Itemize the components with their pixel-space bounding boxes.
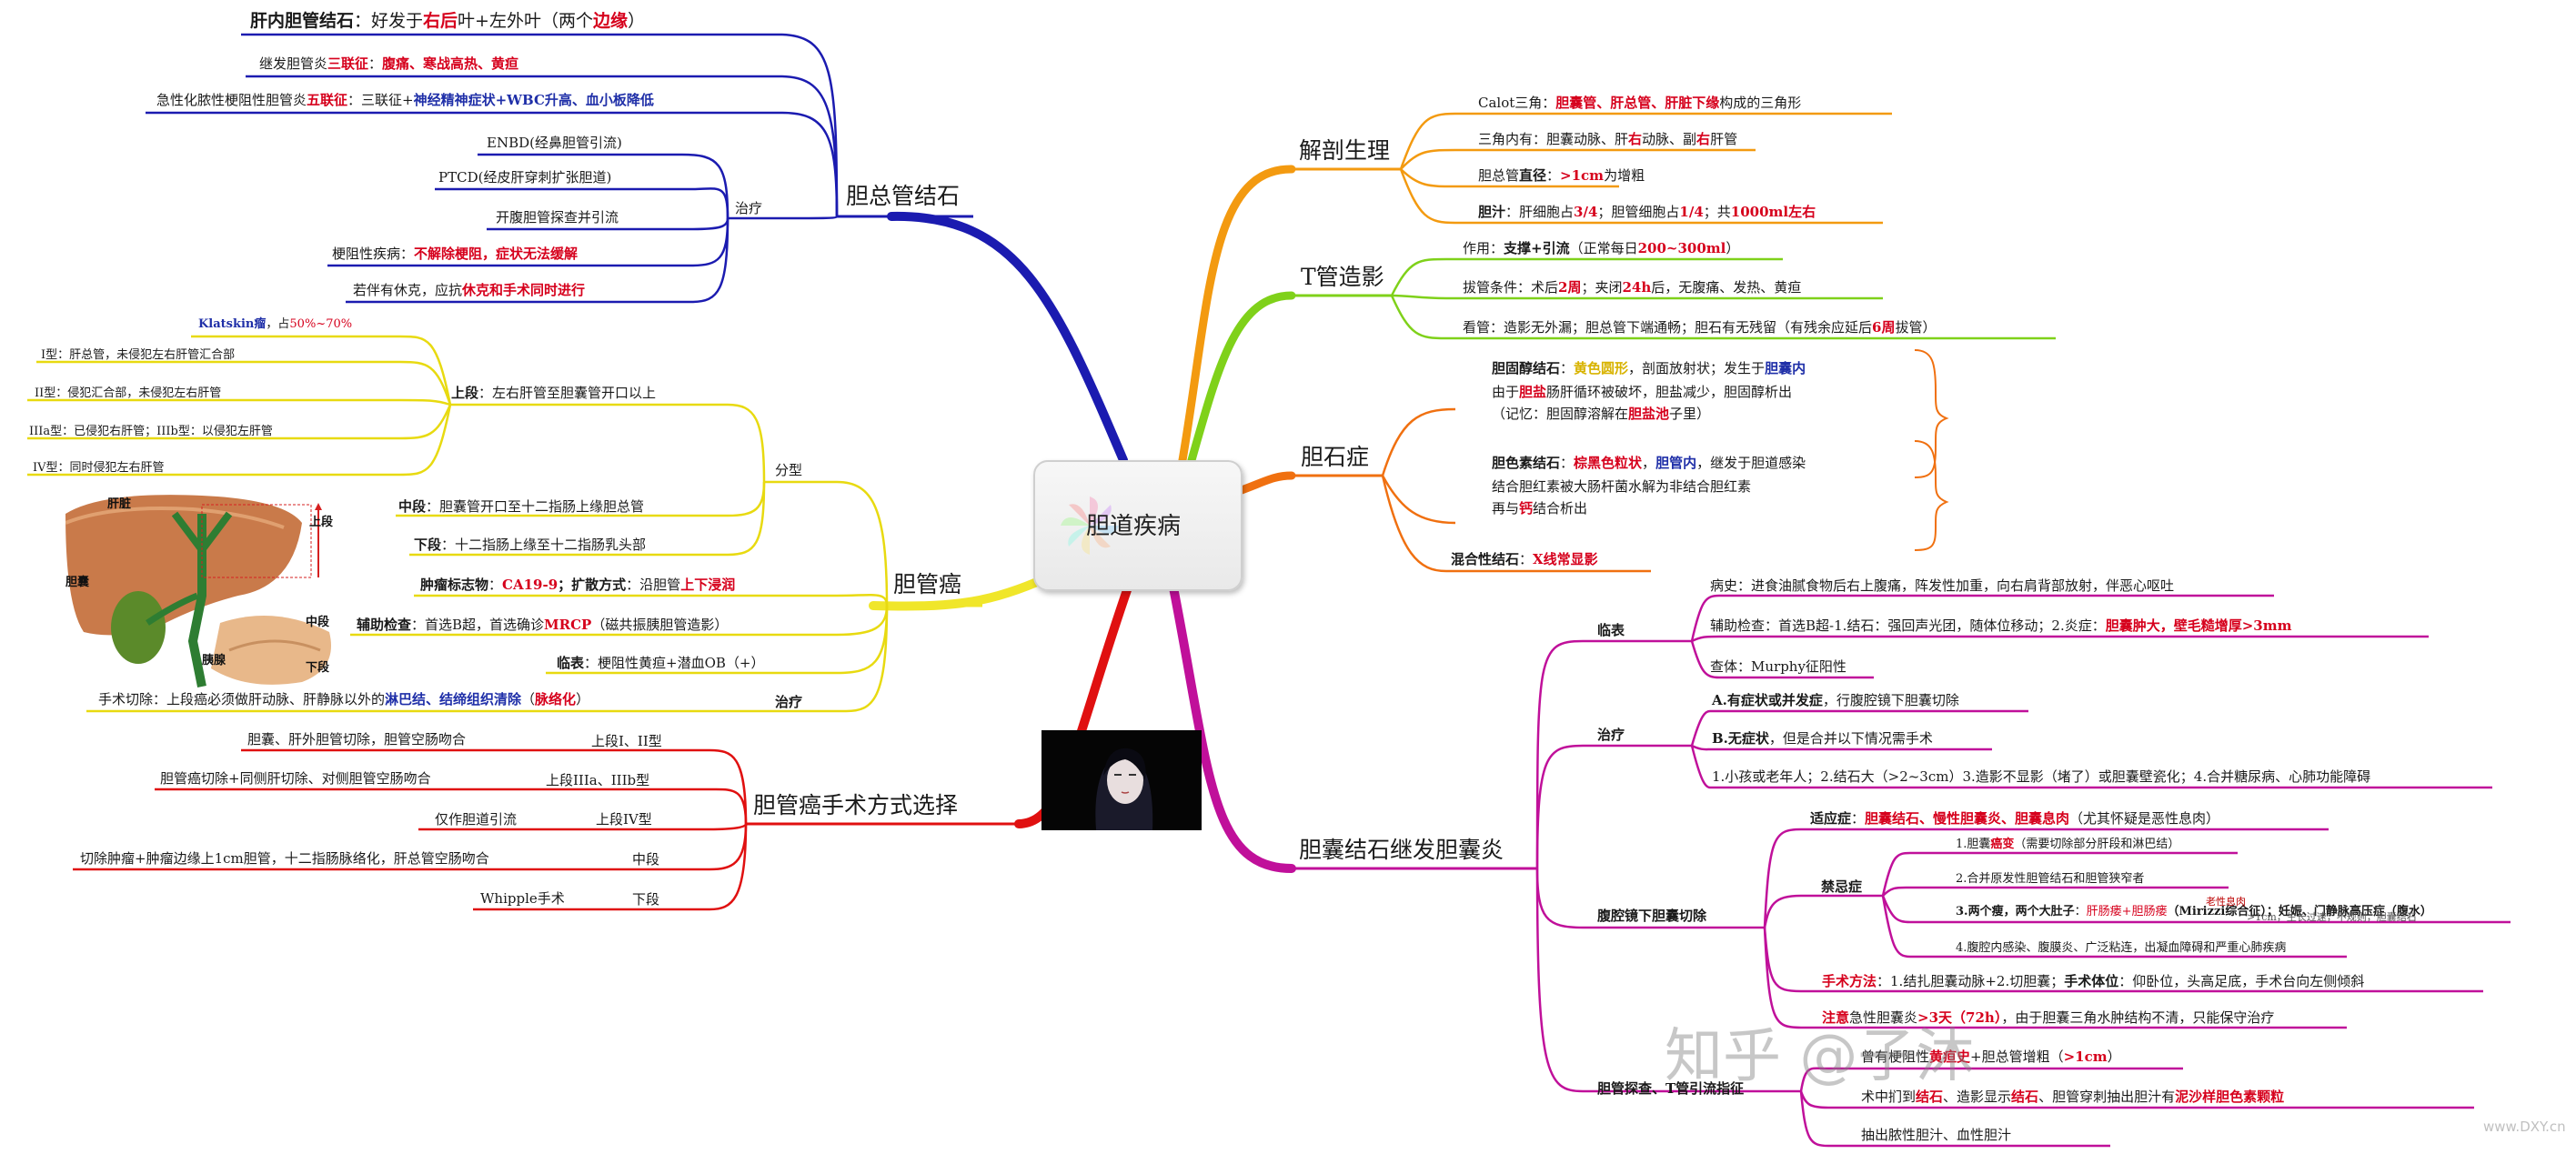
gb-contra-3: 3.两个瘦，两个大肚子：肝肠瘘+胆肠瘘（Mirizzi综合征）；妊娠、门静脉高压… — [1956, 905, 2432, 918]
gb-history: 病史：进食油腻食物后右上腹痛，阵发性加重，向右肩背部放射，伴恶心呕吐 — [1710, 577, 2175, 594]
stone-cholesterol-2: 由于胆盐肠肝循环被破坏，胆盐减少，胆固醇析出 — [1492, 384, 1793, 400]
gb-contraindication-label: 禁忌症 — [1821, 878, 1863, 895]
gb-explore-1: 曾有梗阻性黄疸史+胆总管增粗（>1cm） — [1861, 1049, 2121, 1065]
surgery-5-label: 下段 — [632, 891, 660, 908]
anatomy-calot: Calot三角：胆囊管、肝总管、肝脏下缘构成的三角形 — [1478, 95, 1802, 111]
bismuth-type-4: IV型：同时侵犯左右肝管 — [33, 461, 165, 475]
cbd-treat-ptcd: PTCD(经皮肝穿刺扩张胆道) — [438, 169, 612, 186]
branch-curve-stones — [1234, 471, 1296, 496]
gb-contra-3-overlay-2: >1cm，生长过速，不规则，胆囊结石 — [2247, 911, 2417, 923]
branch-curve-cbd — [887, 211, 1128, 465]
center-node[interactable] — [1033, 460, 1243, 591]
cholangitis-pentad: 急性化脓性梗阻性胆管炎五联征：三联征+神经精神症状+WBC升高、血小板降低 — [156, 92, 654, 108]
intrahepatic-stone-line: 肝内胆管结石：好发于右后叶+左外叶（两个边缘） — [250, 11, 645, 31]
ca-classification-label: 分型 — [775, 462, 803, 478]
img-label-middle: 中段 — [306, 616, 330, 629]
img-label-upper: 上段 — [309, 516, 334, 529]
surgery-3-label: 上段IV型 — [596, 811, 652, 828]
ca-tumor-marker: 肿瘤标志物：CA19-9；扩散方式：沿胆管上下浸润 — [420, 577, 736, 593]
surgery-2-label: 上段IIIa、IIIb型 — [546, 772, 650, 788]
stone-cholesterol-3: （记忆：胆固醇溶解在胆盐池子里） — [1492, 406, 1711, 422]
stone-cholesterol-1: 胆固醇结石：黄色圆形，剖面放射状；发生于胆囊内 — [1492, 360, 1806, 376]
img-label-pancreas: 胰腺 — [202, 654, 226, 667]
ca-middle-segment: 中段：胆囊管开口至十二指肠上缘胆总管 — [398, 498, 645, 515]
ca-lower-segment: 下段：十二指肠上缘至十二指肠乳头部 — [414, 537, 647, 553]
character-photo — [1041, 730, 1202, 830]
dxy-watermark: www.DXY.cn — [2483, 1119, 2566, 1135]
gb-treat-b: B.无症状，但是合并以下情况需手术 — [1712, 730, 1933, 747]
ca-auxiliary-exam: 辅助检查：首选B超，首选确诊MRCP（磁共振胰胆管造影） — [357, 617, 729, 633]
branch-label-gallstone[interactable]: 胆石症 — [1301, 444, 1370, 470]
gb-exploration-label: 胆管探查、T管引流指征 — [1597, 1080, 1745, 1097]
anatomy-cbd-diameter: 胆总管直径：>1cm为增粗 — [1478, 167, 1645, 184]
bismuth-type-1: I型：肝总管，未侵犯左右肝管汇合部 — [41, 348, 236, 362]
gb-treat-a: A.有症状或并发症，行腹腔镜下胆囊切除 — [1712, 692, 1959, 708]
anatomy-bile: 胆汁：肝细胞占3/4；胆管细胞占1/4；共1000ml左右 — [1478, 204, 1816, 220]
surgery-5-desc: Whipple手术 — [480, 890, 565, 907]
cbd-treat-shock: 若伴有休克，应抗休克和手术同时进行 — [353, 282, 586, 298]
cbd-treat-open: 开腹胆管探查并引流 — [496, 209, 619, 226]
surgery-1-label: 上段I、II型 — [591, 733, 662, 749]
branch-label-cholangiocarcinoma[interactable]: 胆管癌 — [893, 571, 962, 597]
center-title: 胆道疾病 — [1086, 513, 1182, 540]
pinwheel-logo-icon — [1061, 497, 1119, 555]
gb-contra-4: 4.腹腔内感染、腹膜炎、广泛粘连，出凝血障碍和严重心肺疾病 — [1956, 941, 2287, 955]
gb-caution: 注意急性胆囊炎>3天（72h），由于胆囊三角水肿结构不清，只能保守治疗 — [1822, 1009, 2275, 1026]
ca-clinical: 临表：梗阻性黄疸+潜血OB（+） — [557, 655, 765, 671]
t-tube-check: 看管：造影无外漏；胆总管下端通畅；胆石有无残留（有残余应延后6周拔管） — [1463, 319, 1937, 336]
gb-aux-exam: 辅助检查：首选B超-1.结石：强回声光团，随体位移动；2.炎症：胆囊肿大，壁毛糙… — [1710, 617, 2292, 634]
stone-pigment-2: 结合胆红素被大肠杆菌水解为非结合胆红素 — [1492, 478, 1752, 495]
gb-contra-2: 2.合并原发性胆管结石和胆管狭窄者 — [1956, 872, 2145, 886]
bismuth-type-3: IIIa型：已侵犯右肝管；IIIb型：以侵犯左肝管 — [29, 425, 273, 438]
gb-physical-exam: 查体：Murphy征阳性 — [1710, 658, 1846, 675]
surgery-4-label: 中段 — [632, 851, 660, 868]
gb-explore-3: 抽出脓性胆汁、血性胆汁 — [1861, 1127, 2012, 1143]
img-label-lower: 下段 — [306, 661, 330, 675]
gb-clinical-label: 临表 — [1597, 622, 1625, 638]
surgery-1-desc: 胆囊、肝外胆管切除，胆管空肠吻合 — [247, 731, 467, 748]
branch-label-anatomy[interactable]: 解剖生理 — [1299, 137, 1391, 164]
woman-portrait-icon — [1041, 730, 1202, 830]
anatomy-triangle-content: 三角内有：胆囊动脉、肝右动脉、副右肝管 — [1478, 131, 1738, 147]
gb-treatment-label: 治疗 — [1597, 727, 1625, 743]
branch-label-cancer-surgery[interactable]: 胆管癌手术方式选择 — [753, 792, 959, 818]
surgery-4-desc: 切除肿瘤+肿瘤边缘上1cm胆管，十二指肠脉络化，肝总管空肠吻合 — [80, 850, 489, 867]
cbd-treat-enbd: ENBD(经鼻胆管引流) — [487, 135, 622, 151]
ca-upper-segment: 上段：左右肝管至胆囊管开口以上 — [451, 385, 657, 401]
cholangitis-triad: 继发胆管炎三联征：腹痛、寒战高热、黄疸 — [259, 55, 519, 72]
branch-label-cholecystitis[interactable]: 胆囊结石继发胆囊炎 — [1299, 837, 1504, 863]
branch-label-t-tube[interactable]: T管造影 — [1301, 264, 1384, 290]
stone-mixed: 混合性结石：X线常显影 — [1451, 551, 1598, 567]
branch-curve-gallbladder — [1169, 583, 1296, 873]
liver-diagram-icon — [65, 495, 331, 687]
t-tube-function: 作用：支撑+引流（正常每日200~300ml） — [1463, 240, 1740, 256]
stone-pigment-1: 胆色素结石：棕黑色粒状，胆管内，继发于胆道感染 — [1492, 455, 1806, 471]
branch-curve-anatomy — [1178, 165, 1296, 465]
t-tube-removal: 拔管条件：术后2周；夹闭24h后，无腹痛、发热、黄疸 — [1463, 279, 1802, 296]
stone-pigment-3: 再与钙结合析出 — [1492, 500, 1588, 517]
bismuth-type-2: II型：侵犯汇合部，未侵犯左右肝管 — [35, 386, 222, 400]
cbd-treat-obstruction: 梗阻性疾病：不解除梗阻，症状无法缓解 — [332, 246, 579, 262]
surgery-2-desc: 胆管癌切除+同侧肝切除、对侧胆管空肠吻合 — [160, 770, 431, 787]
gb-contra-1: 1.胆囊癌变（需要切除部分肝段和淋巴结） — [1956, 838, 2180, 851]
branch-curve-tube — [1187, 291, 1296, 465]
liver-anatomy-illustration — [65, 487, 338, 696]
gb-explore-2: 术中扪到结石、造影显示结石、胆管穿刺抽出胆汁有泥沙样胆色素颗粒 — [1861, 1089, 2285, 1105]
gb-treat-c: 1.小孩或老年人；2.结石大（>2~3cm）3.造影不显影（堵了）或胆囊壁瓷化；… — [1712, 768, 2371, 785]
cbd-treatment-label: 治疗 — [735, 200, 763, 216]
ca-treatment-label: 治疗 — [775, 694, 803, 710]
ca-surgical-resection: 手术切除：上段癌必须做肝动脉、肝静脉以外的淋巴结、结缔组织清除（脉络化） — [98, 691, 590, 707]
img-label-gallbladder: 胆囊 — [65, 576, 90, 589]
surgery-3-desc: 仅作胆道引流 — [435, 811, 518, 828]
gb-method: 手术方法：1.结扎胆囊动脉+2.切胆囊；手术体位：仰卧位，头高足底，手术台向左侧… — [1822, 973, 2365, 989]
klatskin-note: Klatskin瘤，占50%~70% — [198, 317, 353, 331]
branch-label-cbd-stone[interactable]: 胆总管结石 — [846, 183, 961, 209]
gb-contra-3-overlay: 老性息肉 — [2206, 896, 2246, 908]
gb-lap-label: 腹腔镜下胆囊切除 — [1597, 908, 1707, 924]
img-label-liver: 肝脏 — [107, 497, 132, 511]
zhihu-watermark: 知乎 @子沐 — [1665, 1023, 1975, 1090]
gb-indications: 适应症：胆囊结石、慢性胆囊炎、胆囊息肉（尤其怀疑是恶性息肉） — [1810, 810, 2220, 827]
